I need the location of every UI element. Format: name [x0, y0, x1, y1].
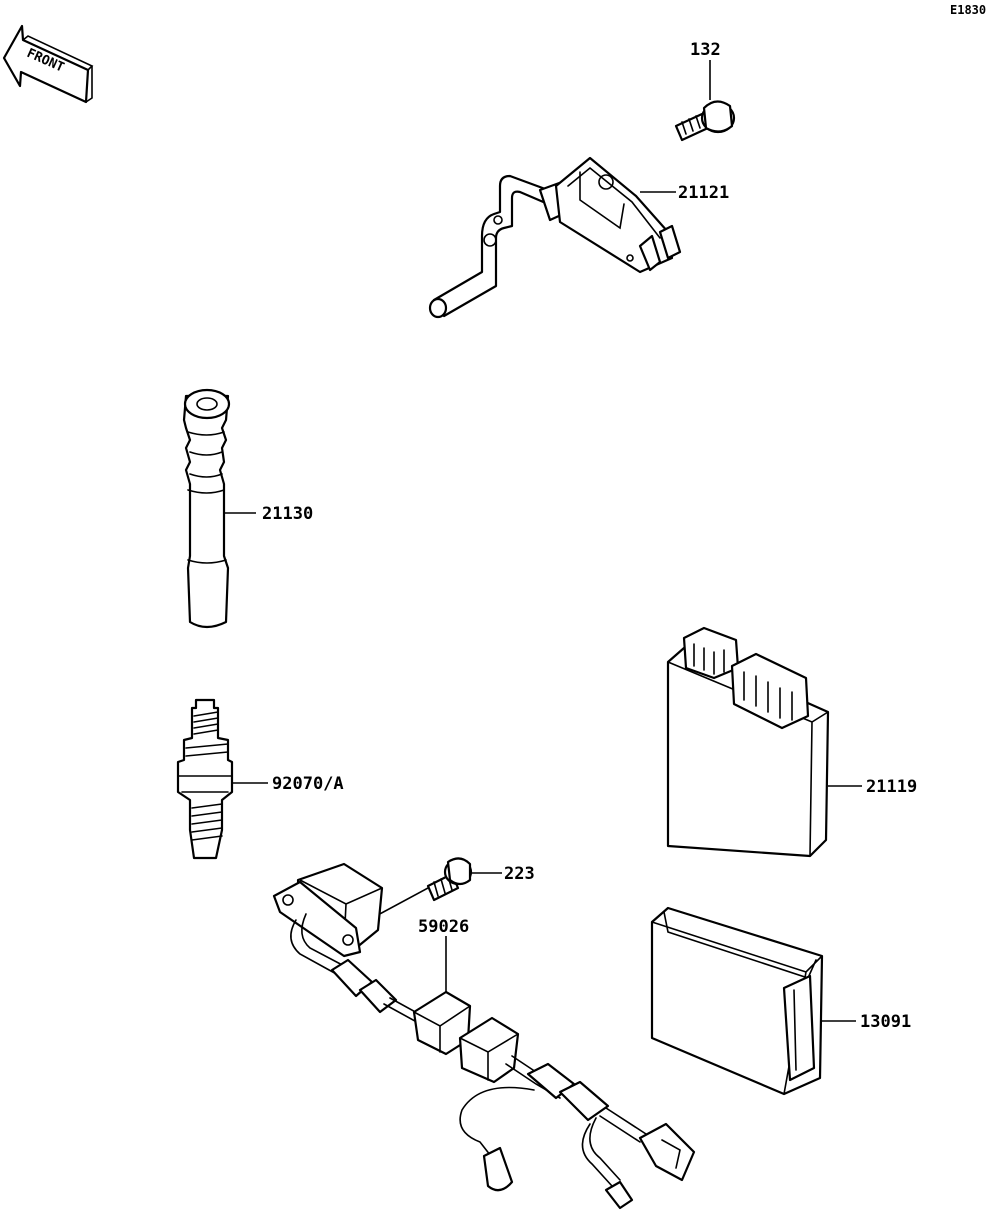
part-label-21130: 21130	[262, 504, 313, 524]
front-arrow-icon: FRONT	[2, 24, 94, 104]
part-label-59026: 59026	[418, 917, 469, 937]
plug-cap-21130	[182, 388, 256, 629]
part-label-92070a: 92070/A	[272, 774, 344, 794]
ignition-coil-21121	[428, 156, 682, 319]
igniter-21119	[666, 626, 862, 858]
box-13091	[650, 906, 856, 1096]
pickup-harness-59026	[272, 862, 696, 1210]
part-label-21119: 21119	[866, 777, 917, 797]
screw-223	[375, 857, 502, 917]
bolt-132	[674, 60, 736, 142]
part-label-132: 132	[690, 40, 721, 60]
spark-plug-92070a	[176, 698, 268, 860]
part-label-223: 223	[504, 864, 535, 884]
reference-code: E1830	[950, 3, 986, 17]
part-label-21121: 21121	[678, 183, 729, 203]
part-label-13091: 13091	[860, 1012, 911, 1032]
